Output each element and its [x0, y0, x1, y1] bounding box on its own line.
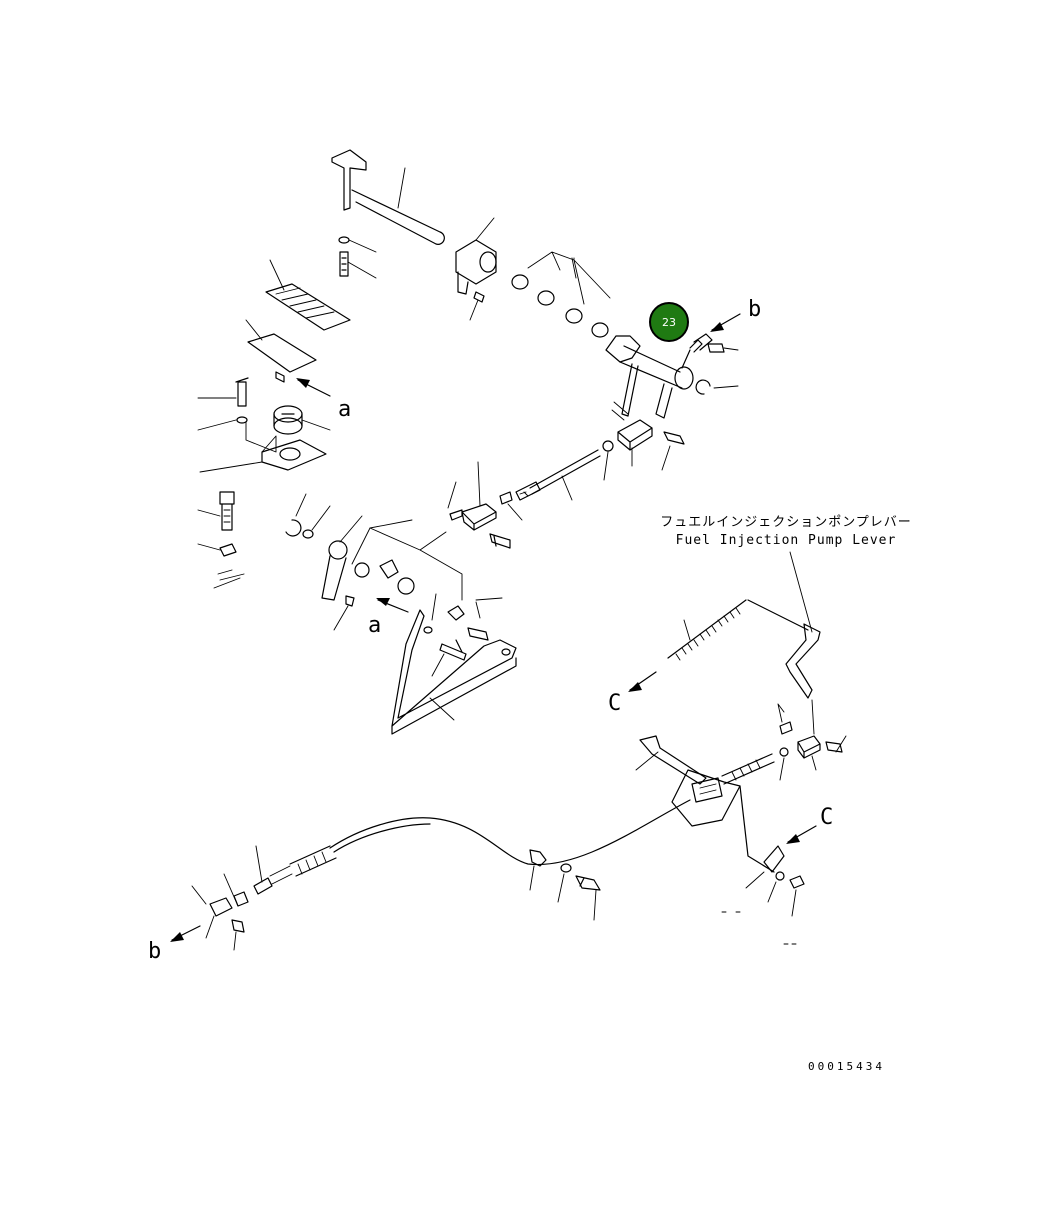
- callout-badge-23[interactable]: 23: [649, 302, 689, 342]
- left-hardware: [197, 377, 331, 589]
- view-marker-a-upper: a: [296, 378, 351, 422]
- document-id: 00015434: [808, 1060, 885, 1073]
- view-label-c-lower: C: [820, 805, 833, 830]
- view-marker-c-lower: C: [786, 805, 833, 844]
- upper-lever-assembly: [602, 333, 739, 481]
- push-rod: [447, 449, 601, 549]
- lower-lever: [321, 515, 463, 631]
- caption-japanese: フュエルインジェクションポンプレバー: [660, 515, 912, 530]
- pump-linkage: [635, 551, 847, 945]
- view-label-c: C: [608, 691, 621, 716]
- pump-lever-caption: フュエルインジェクションポンプレバー Fuel Injection Pump L…: [660, 515, 912, 548]
- caption-english: Fuel Injection Pump Lever: [676, 533, 897, 548]
- view-label-b: b: [748, 297, 761, 322]
- callout-number: 23: [662, 316, 676, 329]
- view-marker-b-upper: b: [710, 297, 761, 332]
- control-cable: [191, 799, 691, 951]
- view-marker-c-upper: C: [608, 671, 657, 716]
- view-label-b-lower: b: [148, 939, 161, 964]
- view-label-a-lower: a: [368, 613, 381, 638]
- view-marker-b-lower: b: [148, 925, 201, 964]
- view-marker-a-lower: a: [368, 598, 409, 638]
- pedal-arm: [391, 593, 517, 735]
- view-label-a: a: [338, 397, 351, 422]
- pedal-shaft: [331, 149, 445, 279]
- pedal-pads: [245, 259, 351, 383]
- snap-rings: [285, 493, 331, 539]
- bushings: [511, 251, 611, 338]
- shaft-boss: [455, 217, 497, 321]
